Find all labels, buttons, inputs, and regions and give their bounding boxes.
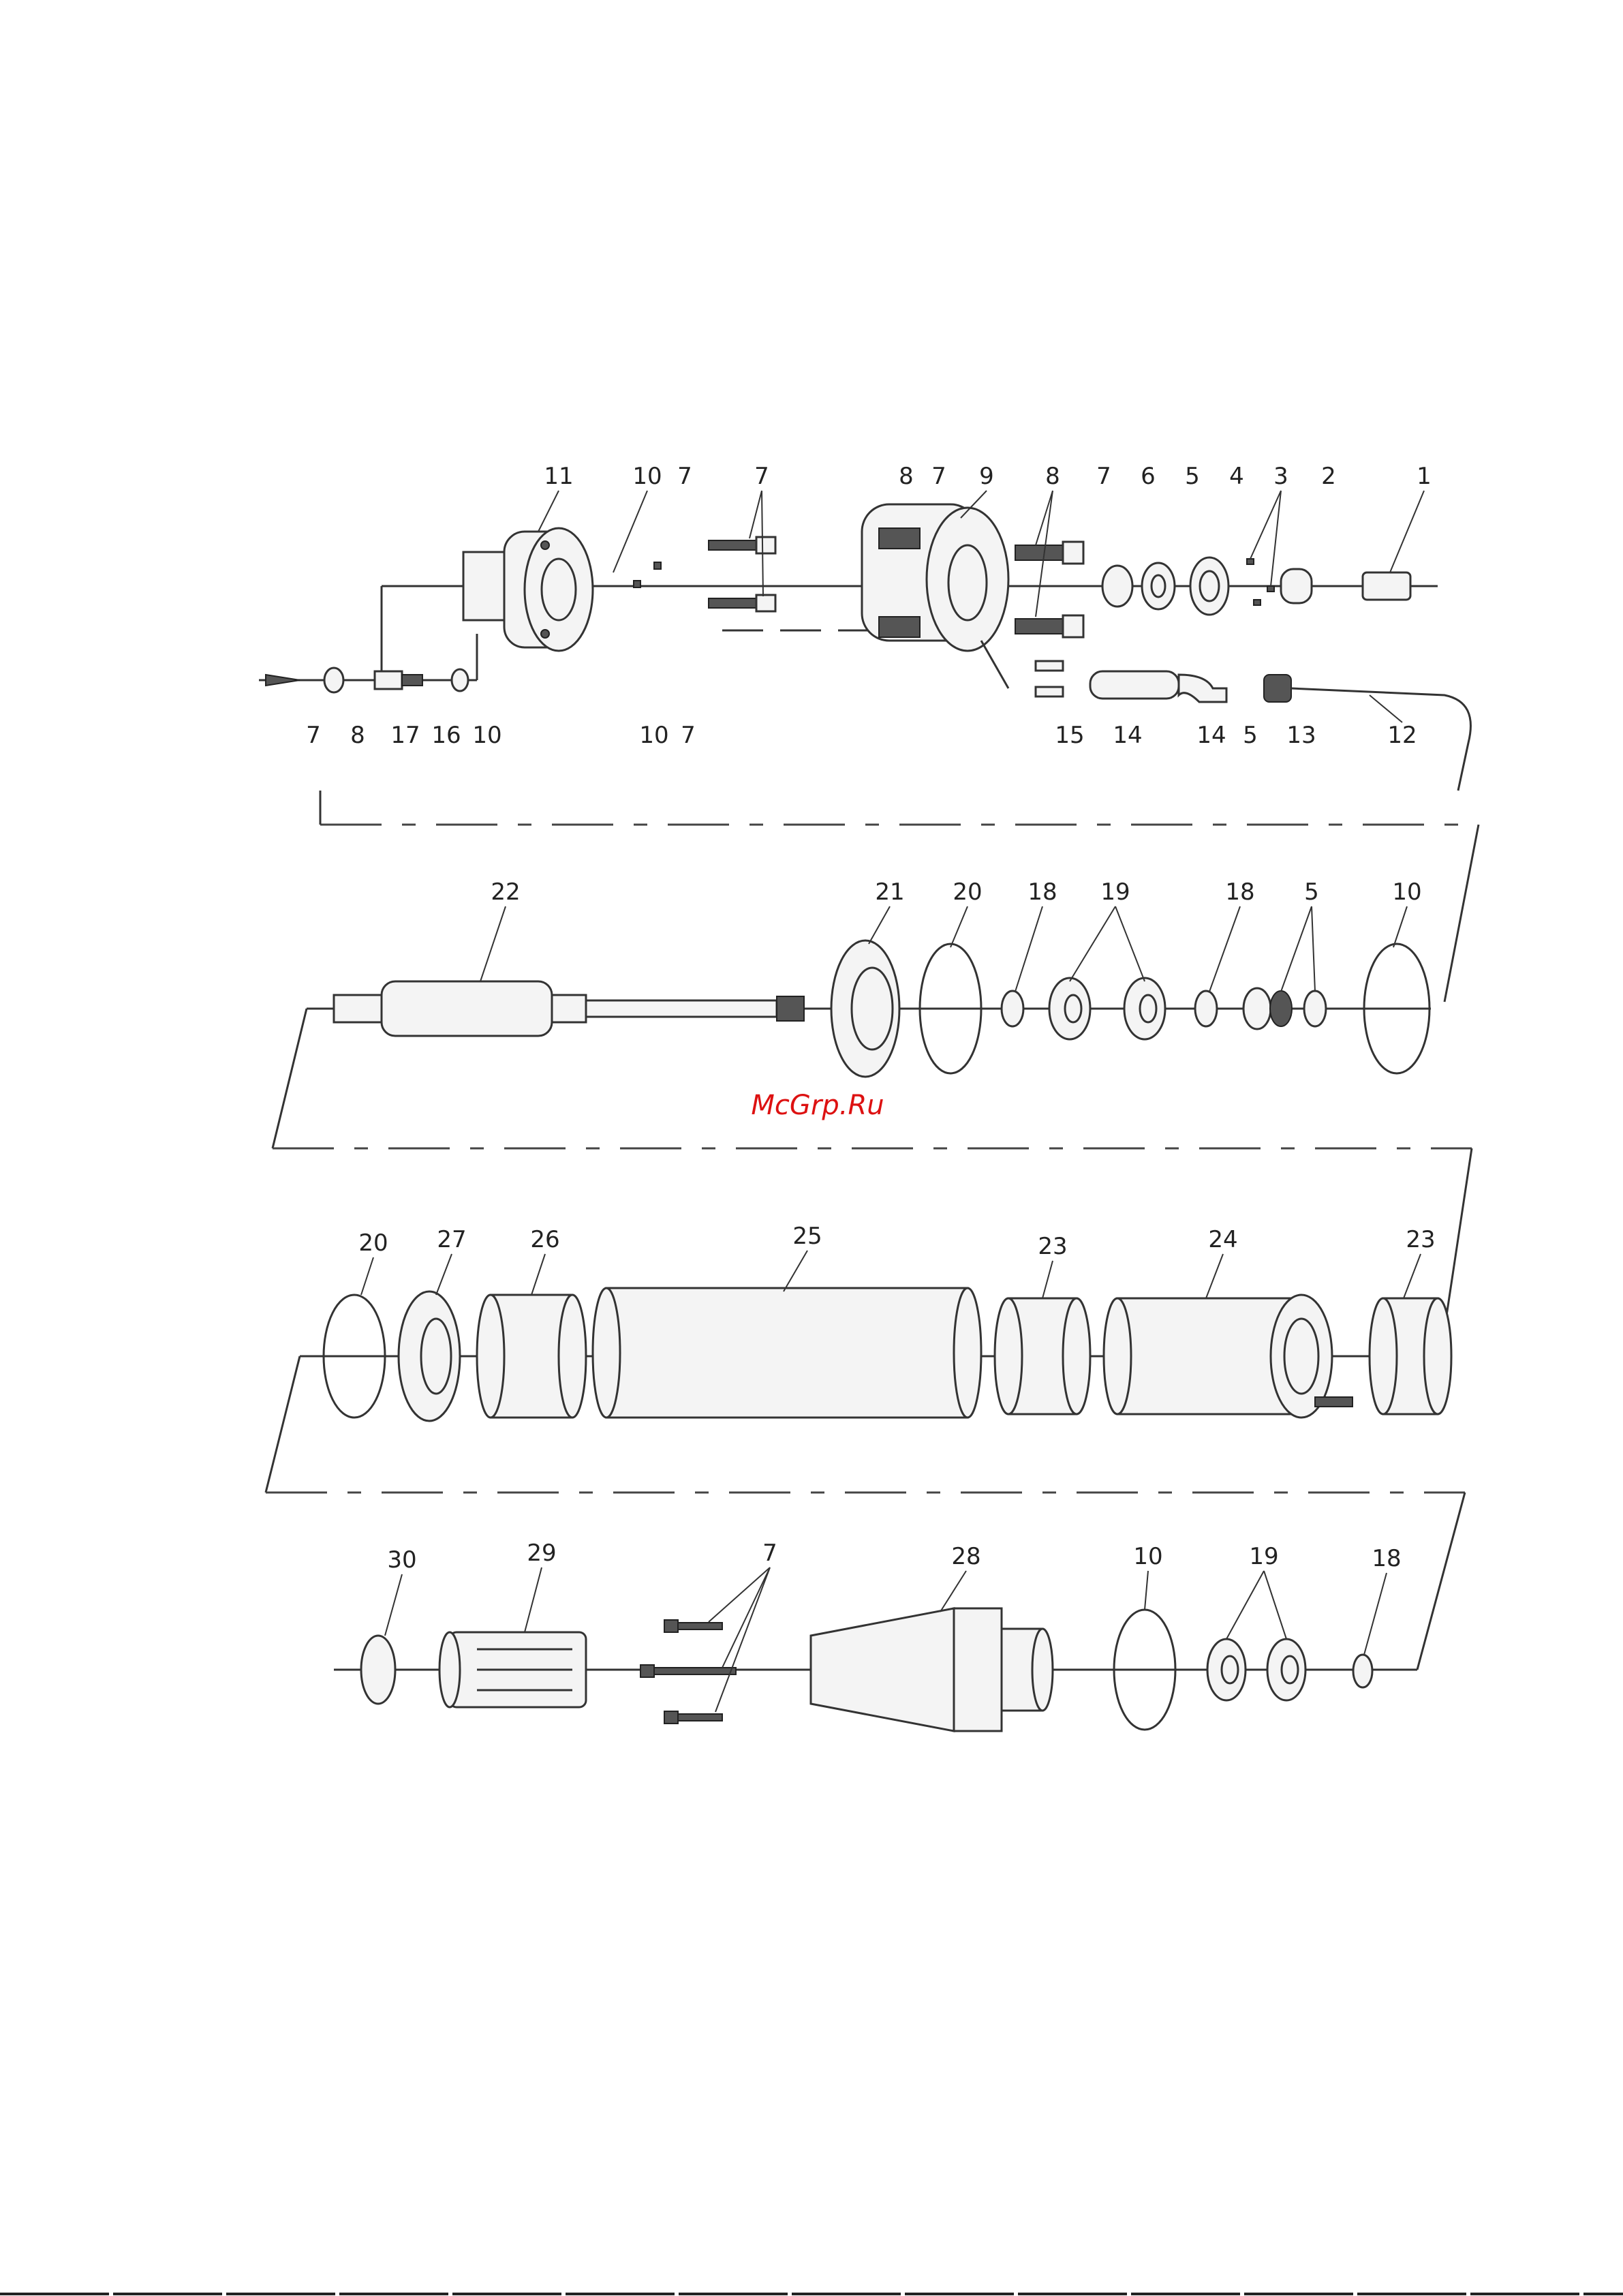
part-6-washer xyxy=(1102,566,1132,607)
label-22: 22 xyxy=(491,878,520,906)
label-16: 16 xyxy=(431,722,461,749)
label-25: 25 xyxy=(792,1223,822,1250)
part-1-sleeve xyxy=(1363,572,1410,600)
label-7e: 7 xyxy=(306,722,321,749)
part-22-rotor-shaft xyxy=(334,981,804,1036)
label-23b: 23 xyxy=(1406,1226,1435,1253)
label-20b: 20 xyxy=(358,1229,388,1257)
label-11: 11 xyxy=(544,463,573,490)
row-2-leader-lines xyxy=(480,906,1407,992)
label-13: 13 xyxy=(1286,722,1316,749)
label-7g: 7 xyxy=(762,1540,777,1567)
label-4: 4 xyxy=(1229,463,1244,490)
label-20: 20 xyxy=(953,878,982,906)
part-5-seal xyxy=(1142,563,1175,609)
part-11-flange xyxy=(463,528,593,651)
label-10c: 10 xyxy=(639,722,668,749)
label-10: 10 xyxy=(632,463,662,490)
label-27: 27 xyxy=(437,1226,466,1253)
label-10e: 10 xyxy=(1133,1543,1162,1570)
label-8c: 8 xyxy=(350,722,365,749)
part-24-stator xyxy=(1104,1295,1352,1418)
part-4-bearing xyxy=(1190,557,1228,615)
part-18c-washer xyxy=(1353,1655,1372,1687)
part-27-plate xyxy=(399,1291,460,1421)
row-3-labels: 20 27 26 25 23 24 23 xyxy=(358,1223,1435,1260)
label-9: 9 xyxy=(979,463,994,490)
row-2-labels: 22 21 20 18 19 18 5 10 xyxy=(491,878,1421,906)
label-14b: 14 xyxy=(1196,722,1226,749)
label-7d: 7 xyxy=(1096,463,1111,490)
label-18: 18 xyxy=(1027,878,1057,906)
part-2-cap xyxy=(1281,569,1312,603)
part-9-housing xyxy=(862,504,1008,651)
label-14: 14 xyxy=(1113,722,1142,749)
part-7-screws xyxy=(634,537,775,611)
label-15: 15 xyxy=(1055,722,1084,749)
part-25-tube xyxy=(593,1288,981,1418)
row-4-labels: 30 29 7 28 10 19 18 xyxy=(387,1540,1401,1574)
label-7c: 7 xyxy=(931,463,946,490)
part-21-plate xyxy=(831,940,899,1077)
label-6: 6 xyxy=(1141,463,1156,490)
label-19b: 19 xyxy=(1249,1543,1278,1570)
label-5b: 5 xyxy=(1243,722,1258,749)
part-18-washer xyxy=(1002,991,1023,1026)
label-7: 7 xyxy=(677,463,692,490)
row-1-assembly: 11 10 7 7 8 7 9 8 7 6 5 4 3 2 1 7 8 17 1… xyxy=(259,463,1479,1002)
label-10d: 10 xyxy=(1392,878,1421,906)
label-29: 29 xyxy=(527,1540,556,1567)
label-24: 24 xyxy=(1208,1226,1237,1253)
label-7b: 7 xyxy=(754,463,769,490)
part-3-pins xyxy=(1247,559,1274,605)
part-29-strainer xyxy=(439,1632,586,1707)
label-18c: 18 xyxy=(1372,1545,1401,1572)
label-23: 23 xyxy=(1038,1233,1067,1260)
part-28-pump-housing xyxy=(811,1608,1053,1731)
label-5c: 5 xyxy=(1304,878,1319,906)
part-7-bolts xyxy=(640,1620,736,1724)
part-26-sleeve xyxy=(477,1295,586,1418)
label-3: 3 xyxy=(1273,463,1288,490)
label-28: 28 xyxy=(951,1543,980,1570)
part-18b-washer xyxy=(1195,991,1217,1026)
label-2: 2 xyxy=(1321,463,1336,490)
row-3-assembly: 20 27 26 25 23 24 23 xyxy=(266,1223,1465,1670)
label-10b: 10 xyxy=(472,722,501,749)
cable-assembly xyxy=(981,641,1470,791)
label-26: 26 xyxy=(530,1226,559,1253)
label-8: 8 xyxy=(899,463,914,490)
label-18b: 18 xyxy=(1225,878,1254,906)
label-19: 19 xyxy=(1100,878,1130,906)
part-8-studs xyxy=(1015,542,1083,637)
row-4-assembly: 30 29 7 28 10 19 18 xyxy=(334,1540,1417,1731)
part-23b-ring xyxy=(1370,1298,1451,1414)
label-30: 30 xyxy=(387,1546,416,1574)
label-21: 21 xyxy=(875,878,904,906)
label-8b: 8 xyxy=(1045,463,1060,490)
label-1: 1 xyxy=(1417,463,1432,490)
label-5: 5 xyxy=(1185,463,1200,490)
label-12: 12 xyxy=(1387,722,1417,749)
label-7f: 7 xyxy=(681,722,696,749)
part-30-filter xyxy=(361,1636,395,1704)
part-5-seals xyxy=(1243,988,1326,1029)
part-23-ring xyxy=(995,1298,1090,1414)
label-17: 17 xyxy=(390,722,420,749)
watermark: McGrp.Ru xyxy=(751,1090,884,1121)
